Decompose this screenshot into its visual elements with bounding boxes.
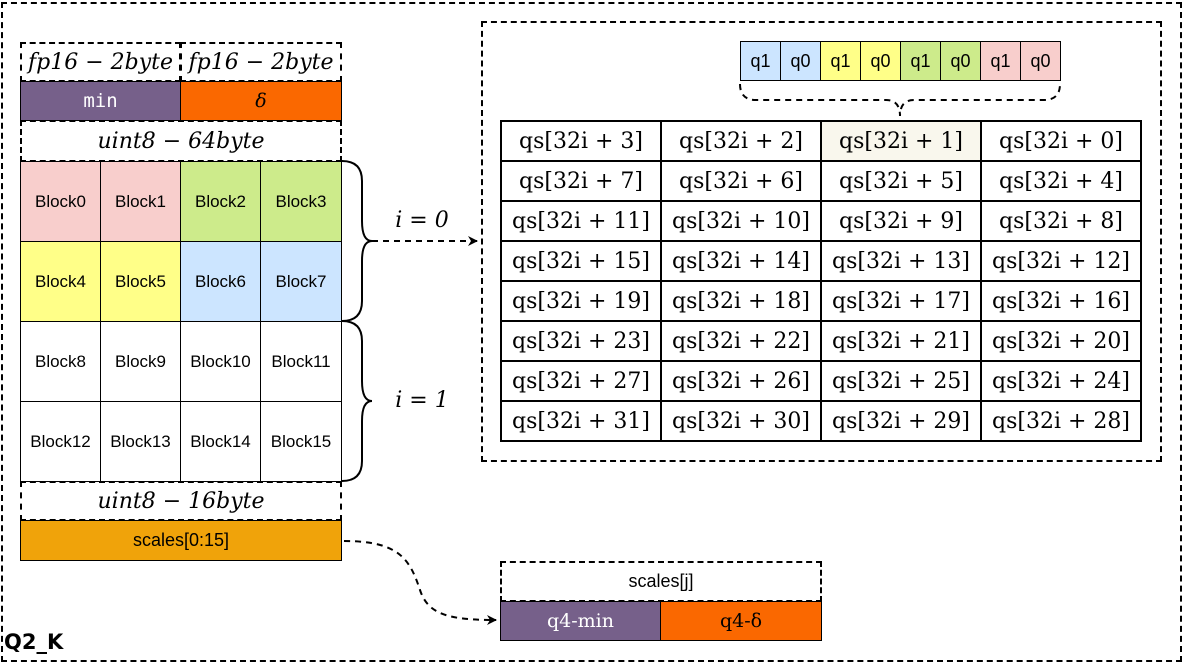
qs-detail-panel [481,21,1162,462]
nibble-cell: q1 [820,41,861,81]
qs-cell: qs[32i + 7] [500,160,662,202]
block-cell: Block15 [260,401,342,482]
block-cell: Block5 [100,241,181,322]
table-row: qs[32i + 23] qs[32i + 22] qs[32i + 21] q… [500,320,1142,362]
nibble-cell: q0 [860,41,901,81]
qs-cell: qs[32i + 2] [660,120,822,162]
qs-cell: qs[32i + 3] [500,120,662,162]
table-row: qs[32i + 19] qs[32i + 18] qs[32i + 17] q… [500,280,1142,322]
format-title: Q2_K [4,630,64,654]
iteration-label-1: i = 1 [395,387,449,413]
block-cell: Block9 [100,321,181,402]
arrow-icon [343,540,497,625]
block-cell: Block4 [20,241,101,322]
qs-cell: qs[32i + 13] [820,240,982,282]
brace-icon [341,320,373,482]
qs-cell: qs[32i + 24] [980,360,1142,402]
qs-cell: qs[32i + 17] [820,280,982,322]
qs-cell: qs[32i + 4] [980,160,1142,202]
qs-cell: qs[32i + 27] [500,360,662,402]
table-row: qs[32i + 31] qs[32i + 30] qs[32i + 29] q… [500,400,1142,442]
block-cell: Block10 [180,321,261,402]
nibble-cell: q0 [1020,41,1061,81]
iteration-label-0: i = 0 [395,207,449,233]
table-row: qs[32i + 3] qs[32i + 2] qs[32i + 1] qs[3… [500,120,1142,162]
nibble-cell: q1 [900,41,941,81]
q4-delta-field: q4-δ [660,601,822,641]
brace-icon [739,83,1061,117]
brace-icon [341,160,373,322]
qs-cell: qs[32i + 0] [980,120,1142,162]
qs-cell: qs[32i + 1] [820,120,982,162]
scales-field: scales[0:15] [20,520,342,561]
nibble-cell: q1 [980,41,1021,81]
qs-cell: qs[32i + 23] [500,320,662,362]
qs-cell: qs[32i + 16] [980,280,1142,322]
table-row: qs[32i + 11] qs[32i + 10] qs[32i + 9] qs… [500,200,1142,242]
qs-cell: qs[32i + 25] [820,360,982,402]
block-cell: Block14 [180,401,261,482]
qs-cell: qs[32i + 26] [660,360,822,402]
qs-cell: qs[32i + 22] [660,320,822,362]
qs-cell: qs[32i + 5] [820,160,982,202]
qs-cell: qs[32i + 21] [820,320,982,362]
block-cell: Block13 [100,401,181,482]
qs-cell: qs[32i + 8] [980,200,1142,242]
qs-cell: qs[32i + 14] [660,240,822,282]
delta-field: δ [180,81,342,121]
qs-cell: qs[32i + 30] [660,400,822,442]
block-cell: Block1 [100,161,181,242]
qs-cell: qs[32i + 28] [980,400,1142,442]
qs-cell: qs[32i + 10] [660,200,822,242]
nibble-cell: q0 [940,41,981,81]
table-row: qs[32i + 27] qs[32i + 26] qs[32i + 25] q… [500,360,1142,402]
qs-cell: qs[32i + 9] [820,200,982,242]
qs-cell: qs[32i + 19] [500,280,662,322]
block-cell: Block7 [260,241,342,322]
qs-cell: qs[32i + 11] [500,200,662,242]
table-row: qs[32i + 7] qs[32i + 6] qs[32i + 5] qs[3… [500,160,1142,202]
qs-cell: qs[32i + 20] [980,320,1142,362]
qs-cell: qs[32i + 31] [500,400,662,442]
table-row: qs[32i + 15] qs[32i + 14] qs[32i + 13] q… [500,240,1142,282]
qs-table: qs[32i + 3] qs[32i + 2] qs[32i + 1] qs[3… [500,120,1142,442]
qs-cell: qs[32i + 29] [820,400,982,442]
qs-cell: qs[32i + 18] [660,280,822,322]
nibble-cell: q0 [780,41,821,81]
qs-cell: qs[32i + 15] [500,240,662,282]
qs-cell: qs[32i + 6] [660,160,822,202]
qs-cell: qs[32i + 12] [980,240,1142,282]
